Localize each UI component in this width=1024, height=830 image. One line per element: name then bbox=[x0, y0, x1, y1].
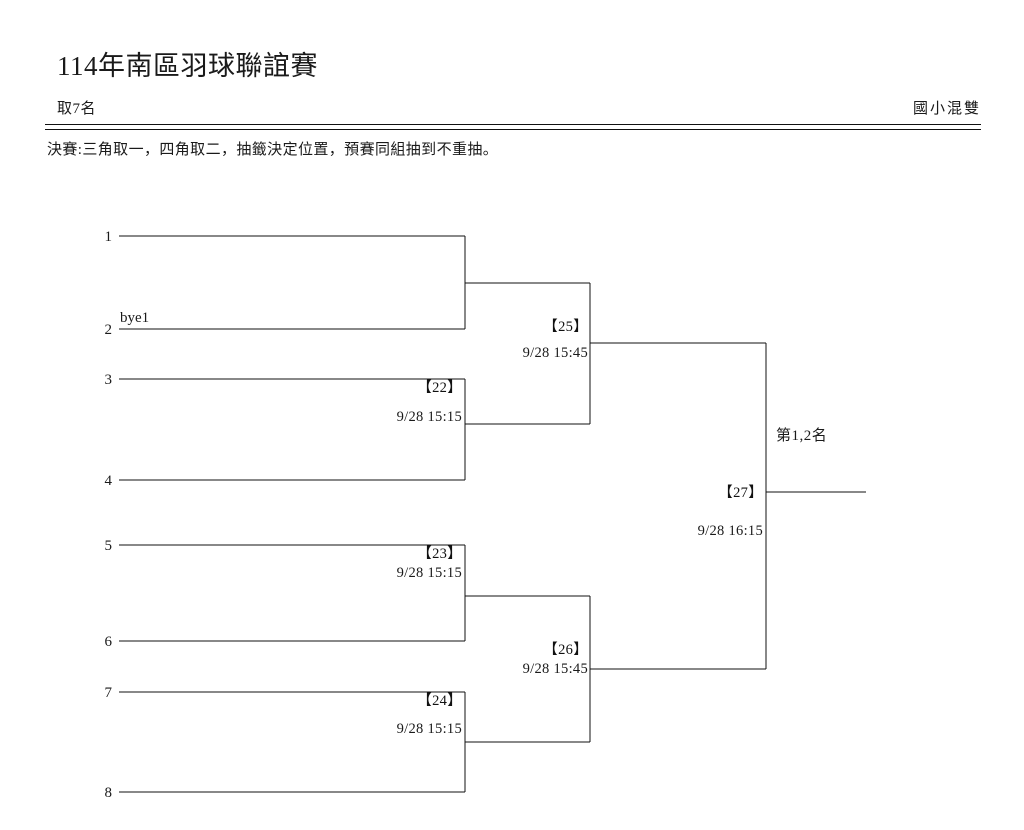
match-time-label: 9/28 15:45 bbox=[523, 661, 588, 677]
category-label: 國小混雙 bbox=[912, 101, 981, 117]
rank-label-group: 第1,2名 bbox=[776, 426, 827, 444]
seed-number: 2 bbox=[105, 322, 113, 338]
seed-number: 3 bbox=[105, 372, 113, 388]
seed-number: 6 bbox=[105, 634, 113, 650]
match-code-label: 【22】 bbox=[417, 379, 462, 396]
match-code-label: 【27】 bbox=[718, 484, 763, 501]
header-divider bbox=[45, 124, 981, 130]
match-code-label: 【24】 bbox=[417, 692, 462, 709]
seed-number: 1 bbox=[105, 229, 113, 245]
qualify-note: 取7名 bbox=[57, 101, 97, 117]
match-code-label: 【26】 bbox=[543, 641, 588, 658]
match-time-label: 9/28 16:15 bbox=[698, 523, 763, 539]
bye-label-group: bye1 bbox=[120, 310, 149, 326]
seed-number: 4 bbox=[105, 473, 113, 489]
match-code-label: 【25】 bbox=[543, 318, 588, 335]
bracket-line-group bbox=[119, 235, 866, 793]
seed-number: 8 bbox=[105, 785, 113, 801]
page-title: 114年南區羽球聯誼賽 bbox=[57, 51, 318, 81]
match-time-label: 9/28 15:15 bbox=[397, 565, 462, 581]
bye-label: bye1 bbox=[120, 310, 149, 326]
subtitle-row: 取7名 國小混雙 bbox=[45, 98, 981, 122]
seed-number: 5 bbox=[105, 538, 113, 554]
rank-label: 第1,2名 bbox=[776, 426, 827, 444]
match-time-label: 9/28 15:45 bbox=[523, 345, 588, 361]
rules-note: 決賽:三角取一，四角取二，抽籤決定位置，預賽同組抽到不重抽。 bbox=[47, 142, 499, 158]
match-label-group: 【22】 9/28 15:15 【23】 9/28 15:15 【24】 9/28 15:… bbox=[397, 318, 763, 737]
seed-number: 7 bbox=[105, 685, 113, 701]
match-code-label: 【23】 bbox=[417, 545, 462, 562]
match-time-label: 9/28 15:15 bbox=[397, 409, 462, 425]
match-time-label: 9/28 15:15 bbox=[397, 721, 462, 737]
seed-number-group: 1 2 3 4 5 6 7 8 bbox=[105, 229, 113, 801]
